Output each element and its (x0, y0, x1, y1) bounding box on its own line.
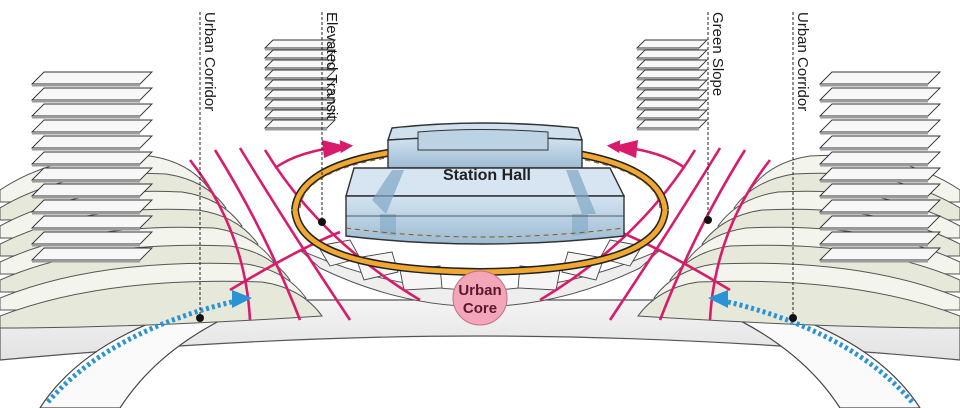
tower-floor-right-outer (818, 119, 942, 133)
tower-floor-left-outer-edge (32, 228, 140, 231)
tower-floor-left-outer (30, 215, 154, 229)
tower-floor-left-inner (263, 119, 337, 129)
tower-floor-right-inner (635, 69, 709, 79)
tower-floor-right-outer (818, 103, 942, 117)
tower-floor-left-outer-edge (32, 180, 140, 183)
tower-floor-right-outer-edge (820, 196, 928, 199)
tower-floor-right-outer-edge (820, 100, 928, 103)
tower-floor-left-outer-edge (32, 196, 140, 199)
tower-floor-left-outer (30, 103, 154, 117)
tower-floor-right-outer-edge (820, 244, 928, 247)
tower-floor-right-outer-edge (820, 212, 928, 215)
tower-floor-right-inner (635, 89, 709, 99)
tower-floor-right-inner (635, 49, 709, 59)
tower-floor-right-inner-edge (637, 128, 699, 131)
tower-stacks (30, 39, 942, 263)
tower-floor-left-outer (30, 231, 154, 245)
tower-floor-left-outer-edge (32, 148, 140, 151)
blue-arrowheads (232, 290, 728, 308)
tower-floor-right-inner (635, 99, 709, 109)
tower-floor-left-outer (30, 151, 154, 165)
tower-floor-right-inner (635, 79, 709, 89)
tower-floor-right-outer-edge (820, 228, 928, 231)
tower-floor-right-outer-edge (820, 164, 928, 167)
tower-floor-right-outer-edge (820, 260, 928, 263)
flow-arrowheads (322, 140, 638, 158)
tower-floor-right-outer (818, 167, 942, 181)
tower-floor-right-outer (818, 135, 942, 149)
urban-corridor-right-label: Urban Corridor (794, 12, 811, 111)
tower-floor-left-outer-edge (32, 84, 140, 87)
tower-floor-right-inner (635, 109, 709, 119)
tower-floor-left-outer-edge (32, 100, 140, 103)
tower-floor-left-outer (30, 87, 154, 101)
tower-floor-left-inner-edge (265, 128, 327, 131)
tower-floor-right-inner (635, 39, 709, 49)
tower-floor-right-outer (818, 231, 942, 245)
right-terrace-layer (637, 280, 960, 329)
urban-core-label-line1: Urban (458, 282, 501, 299)
tower-floor-right-outer-edge (820, 132, 928, 135)
tower-floor-right-inner (635, 59, 709, 69)
tower-floor-right-outer (818, 87, 942, 101)
tower-floor-left-outer-edge (32, 116, 140, 119)
tower-floor-right-outer (818, 199, 942, 213)
tower-floor-left-outer-edge (32, 164, 140, 167)
urban-core-node (452, 270, 508, 326)
tower-floor-left-outer-edge (32, 212, 140, 215)
leader-dots (196, 216, 797, 322)
tower-floor-right-outer (818, 71, 942, 85)
tower-floor-left-outer (30, 135, 154, 149)
tower-floor-right-outer-edge (820, 116, 928, 119)
tower-floor-right-outer-edge (820, 84, 928, 87)
tower-floor-left-outer (30, 183, 154, 197)
station-hall-building (345, 122, 626, 245)
tower-floor-left-outer (30, 167, 154, 181)
tower-floor-right-outer-edge (820, 148, 928, 151)
tower-floor-right-outer-edge (820, 180, 928, 183)
tower-floor-left-outer-edge (32, 260, 140, 263)
tower-floor-right-inner (635, 119, 709, 129)
tower-floor-left-outer (30, 119, 154, 133)
tower-floor-right-outer (818, 247, 942, 261)
tower-floor-left-outer (30, 247, 154, 261)
tower-floor-right-outer (818, 215, 942, 229)
tower-floor-left-outer-edge (32, 132, 140, 135)
elevated-transit-label: Elevated Transit (323, 12, 340, 120)
tower-floor-right-outer (818, 183, 942, 197)
left-terrace-layer (0, 280, 323, 329)
green-slope-label: Green Slope (709, 12, 726, 96)
urban-core-label-line2: Core (463, 300, 497, 317)
tower-floor-left-outer (30, 71, 154, 85)
leader-lines (199, 12, 794, 318)
station-hall-label: Station Hall (443, 167, 531, 184)
tower-floor-left-outer (30, 199, 154, 213)
urban-corridor-left-label: Urban Corridor (201, 12, 218, 111)
tower-floor-left-outer-edge (32, 244, 140, 247)
tower-floor-right-outer (818, 151, 942, 165)
